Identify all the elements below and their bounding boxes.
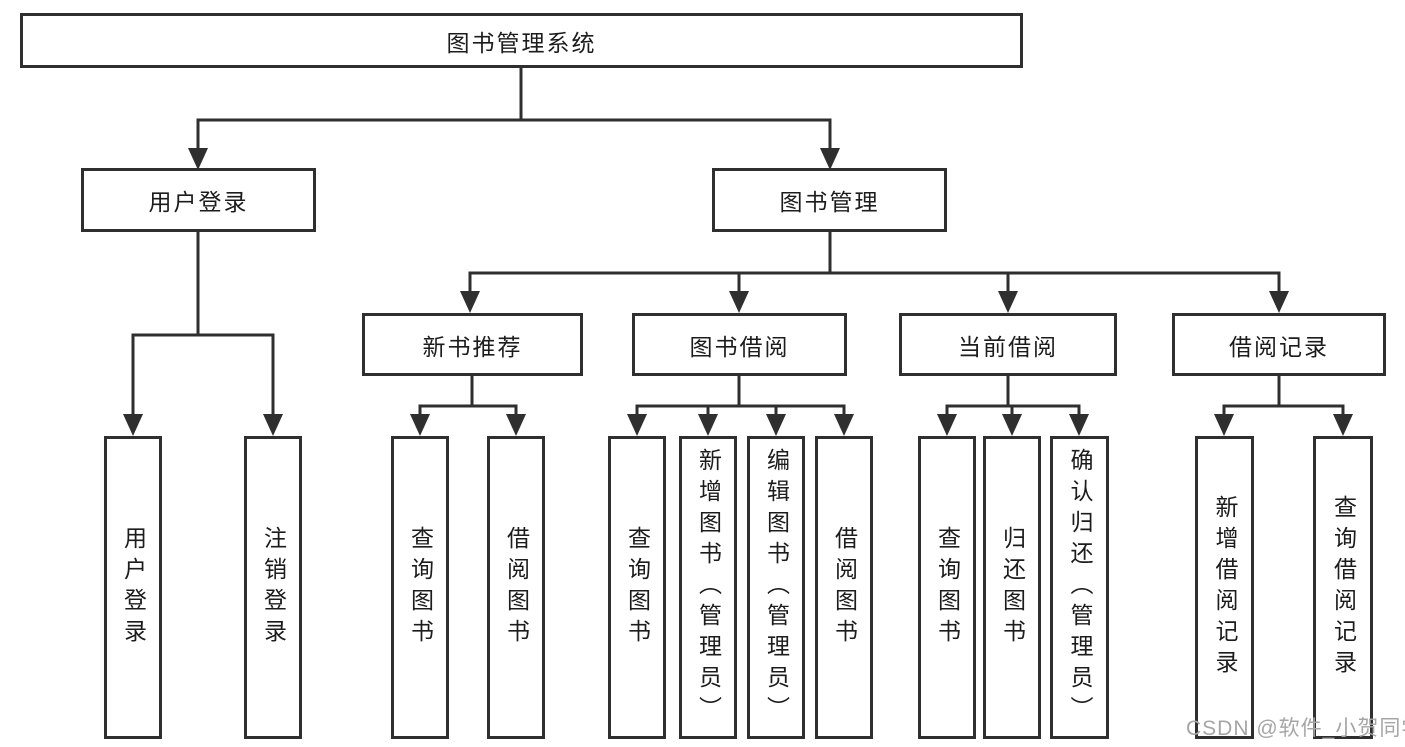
leaf-return-books: 归还图书 — [983, 436, 1041, 739]
leaf-query-books-recommend: 查询图书 — [391, 436, 449, 739]
leaf-add-book-admin: 新增图书（管理员） — [679, 436, 737, 739]
leaf-query-books-current: 查询图书 — [918, 436, 976, 739]
watermark-text: CSDN @软件_小贺同学 — [1186, 717, 1405, 740]
node-library-management-system: 图书管理系统 — [20, 13, 1023, 68]
leaf-query-books-borrowing: 查询图书 — [608, 436, 666, 739]
leaf-borrow-books-recommend: 借阅图书 — [487, 436, 545, 739]
leaf-edit-book-admin: 编辑图书（管理员） — [747, 436, 805, 739]
leaf-confirm-return-admin: 确认归还（管理员） — [1050, 436, 1109, 739]
node-borrowing-records: 借阅记录 — [1172, 313, 1386, 376]
node-new-book-recommendation: 新书推荐 — [362, 313, 583, 376]
leaf-logout: 注销登录 — [244, 436, 302, 739]
leaf-add-borrow-record: 新增借阅记录 — [1195, 436, 1254, 739]
leaf-query-borrow-record: 查询借阅记录 — [1313, 436, 1373, 739]
leaf-borrow-books-borrowing: 借阅图书 — [815, 436, 873, 739]
node-book-borrowing: 图书借阅 — [632, 313, 847, 376]
node-current-borrowing: 当前借阅 — [899, 313, 1117, 376]
node-book-management: 图书管理 — [712, 168, 947, 232]
leaf-user-login: 用户登录 — [104, 436, 162, 739]
node-user-login: 用户登录 — [81, 168, 316, 232]
